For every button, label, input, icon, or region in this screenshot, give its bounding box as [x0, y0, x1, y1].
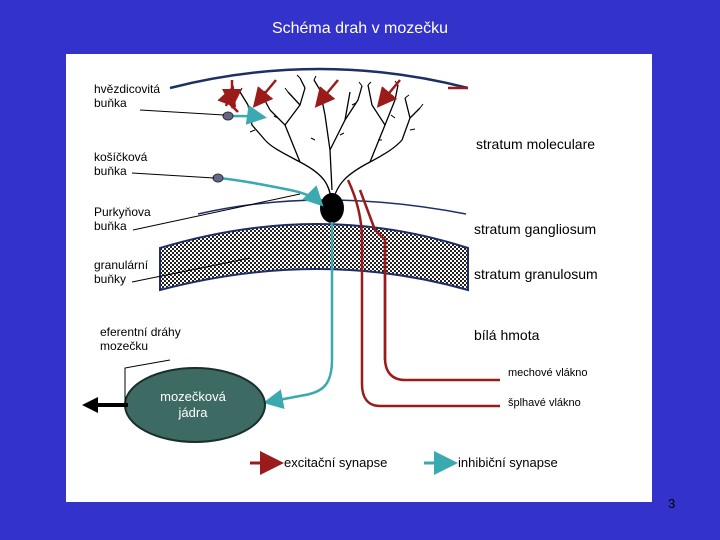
legend-inhibitory-label: inhibiční synapse	[458, 456, 558, 470]
label-stratum-gangliosum: stratum gangliosum	[474, 221, 596, 237]
climbing-fibre	[348, 180, 500, 406]
label-mossy-fibre: mechové vlákno	[508, 367, 588, 380]
granular-layer	[160, 224, 468, 290]
label-stratum-moleculare: stratum moleculare	[476, 136, 595, 152]
molecular-surface-arc	[170, 69, 468, 88]
label-efferent-pathways: eferentní dráhy mozečku	[100, 325, 200, 353]
label-cerebellar-nuclei: mozečková jádra	[145, 389, 241, 421]
label-white-matter: bílá hmota	[474, 327, 539, 343]
label-stellate-cell: hvězdicovitá buňka	[94, 82, 184, 110]
label-granule-cells: granulární buňky	[94, 258, 174, 286]
mossy-fibre	[360, 190, 500, 380]
stellate-cell-soma	[223, 112, 233, 120]
label-purkinje-cell: Purkyňova buňka	[94, 205, 174, 233]
legend-excitatory-label: excitační synapse	[284, 456, 387, 470]
efferent-arrow-head	[82, 397, 98, 413]
purkinje-soma	[320, 193, 344, 223]
stellate-cell-axon	[230, 116, 262, 117]
page-number: 3	[668, 496, 675, 511]
label-basket-cell: košíčková buňka	[94, 150, 174, 178]
parallel-fibre-diag-1	[256, 80, 276, 104]
label-stratum-granulosum: stratum granulosum	[474, 266, 598, 282]
granule-axon	[222, 100, 228, 250]
parallel-fibres	[170, 88, 460, 106]
basket-cell-soma	[213, 174, 223, 182]
label-climbing-fibre: šplhavé vlákno	[508, 397, 581, 410]
basket-cell-axon	[218, 178, 320, 203]
